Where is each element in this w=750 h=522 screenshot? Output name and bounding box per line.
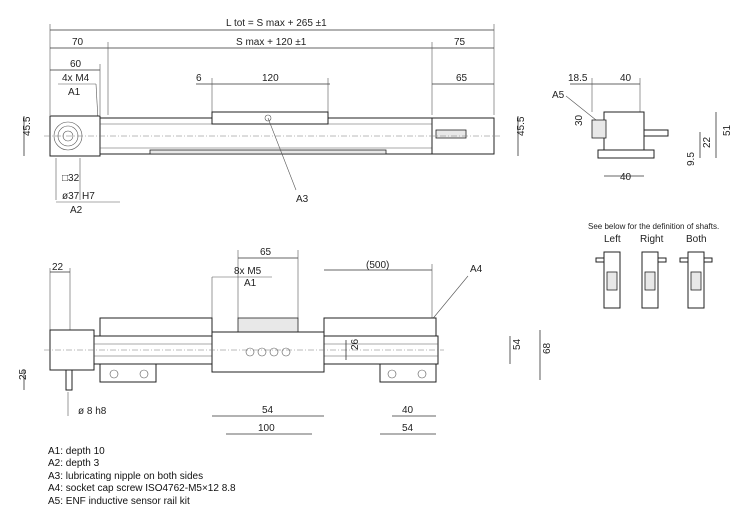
dim-40-bottom: 40 bbox=[620, 172, 632, 183]
sensor-kit bbox=[591, 119, 607, 139]
note-a4: A4: socket cap screw ISO4762-M5×12 8.8 bbox=[48, 483, 236, 495]
dim-70: 70 bbox=[72, 37, 84, 48]
top-view: L tot = S max + 265 ±1 70 S max + 120 ±1… bbox=[22, 18, 527, 216]
shaft-stub bbox=[435, 129, 467, 139]
dim-26: 26 bbox=[350, 338, 361, 350]
dim-65: 65 bbox=[456, 73, 468, 84]
dim-120: 120 bbox=[262, 73, 279, 84]
a4-leader bbox=[429, 275, 469, 323]
shaft-right-inner bbox=[644, 271, 656, 291]
shaft-both-inner bbox=[690, 271, 702, 291]
notes-legend: A1: depth 10 A2: depth 3 A3: lubricating… bbox=[48, 446, 236, 508]
dim-65-b: 65 bbox=[260, 247, 272, 258]
dia8-label: ø 8 h8 bbox=[78, 406, 107, 417]
bv-foot-bolt-3 bbox=[387, 369, 397, 379]
dim-54-right: 54 bbox=[512, 338, 523, 350]
dim-45-5-left: 45.5 bbox=[22, 116, 33, 136]
shaft-both-stub-left bbox=[679, 257, 689, 263]
bv-carriage-top bbox=[237, 317, 299, 333]
dim-25: 25 bbox=[18, 368, 29, 380]
bv-foot-bolt-2 bbox=[139, 369, 149, 379]
note-a5: A5: ENF inductive sensor rail kit bbox=[48, 495, 190, 507]
a4-label: A4 bbox=[470, 264, 483, 275]
a5-leader bbox=[565, 95, 597, 121]
dim-68: 68 bbox=[542, 342, 553, 354]
dim-500: (500) bbox=[366, 260, 389, 271]
bv-hole-3 bbox=[269, 347, 279, 357]
note-a2: A2: depth 3 bbox=[48, 458, 100, 470]
shaft-both-label: Both bbox=[686, 234, 707, 245]
shaft-right-label: Right bbox=[640, 234, 664, 245]
note-a3: A3: lubricating nipple on both sides bbox=[48, 470, 204, 482]
bv-carriage bbox=[211, 331, 325, 373]
dim-51: 51 bbox=[722, 124, 733, 136]
ltot-label: L tot = S max + 265 ±1 bbox=[226, 18, 327, 29]
shaft-right-stub bbox=[657, 257, 667, 263]
dim-30: 30 bbox=[574, 114, 585, 126]
bv-hole-4 bbox=[281, 347, 291, 357]
shaft-definition: See below for the definition of shafts. … bbox=[588, 222, 719, 309]
note-a1: A1: depth 10 bbox=[48, 446, 105, 457]
bv-hole-1 bbox=[245, 347, 255, 357]
dim-9-5: 9.5 bbox=[686, 152, 697, 166]
dim-54-b: 54 bbox=[402, 423, 414, 434]
shaft-both-stub-right bbox=[703, 257, 713, 263]
shaft-left-inner bbox=[606, 271, 618, 291]
a1-label-top: A1 bbox=[68, 87, 81, 98]
bv-block-left bbox=[99, 317, 213, 337]
dim-18-5: 18.5 bbox=[568, 73, 588, 84]
lube-nipple bbox=[264, 114, 272, 122]
m4-leader2 bbox=[95, 83, 99, 121]
a3-label: A3 bbox=[296, 194, 309, 205]
bottom-view: 22 65 8x M5 A1 (500) A4 bbox=[18, 247, 553, 435]
carriage bbox=[211, 111, 329, 125]
belt-slot bbox=[149, 149, 387, 155]
bv-foot-bolt-1 bbox=[109, 369, 119, 379]
dim-54-mid: 54 bbox=[262, 405, 274, 416]
a5-label: A5 bbox=[552, 90, 565, 101]
dim-22: 22 bbox=[702, 136, 713, 148]
sq32-label: □32 bbox=[62, 173, 80, 184]
dim-100: 100 bbox=[258, 423, 275, 434]
bv-shaft bbox=[65, 369, 73, 391]
a1-label-b: A1 bbox=[244, 278, 257, 289]
dim-22-b: 22 bbox=[52, 262, 64, 273]
bv-hole-2 bbox=[257, 347, 267, 357]
a2-label: A2 bbox=[70, 205, 83, 216]
bv-foot-bolt-4 bbox=[417, 369, 427, 379]
side-view: 18.5 40 A5 30 22 51 9.5 40 bbox=[552, 73, 733, 183]
dim-60: 60 bbox=[70, 59, 82, 70]
dim-smax: S max + 120 ±1 bbox=[236, 37, 307, 48]
side-base bbox=[597, 149, 655, 159]
shaft-note: See below for the definition of shafts. bbox=[588, 222, 719, 231]
a3-leader bbox=[267, 117, 297, 191]
dim-40-b: 40 bbox=[402, 405, 414, 416]
m5-label: 8x M5 bbox=[234, 266, 262, 277]
dim-6: 6 bbox=[196, 73, 202, 84]
dim-40-top: 40 bbox=[620, 73, 632, 84]
m4-label: 4x M4 bbox=[62, 73, 90, 84]
dia37-label: ø37 H7 bbox=[62, 191, 95, 202]
side-shaft bbox=[643, 129, 669, 137]
shaft-left-label: Left bbox=[604, 234, 621, 245]
shaft-left-stub bbox=[595, 257, 605, 263]
dim-45-5-right: 45.5 bbox=[516, 116, 527, 136]
dim-75: 75 bbox=[454, 37, 466, 48]
bv-block-right bbox=[323, 317, 437, 337]
